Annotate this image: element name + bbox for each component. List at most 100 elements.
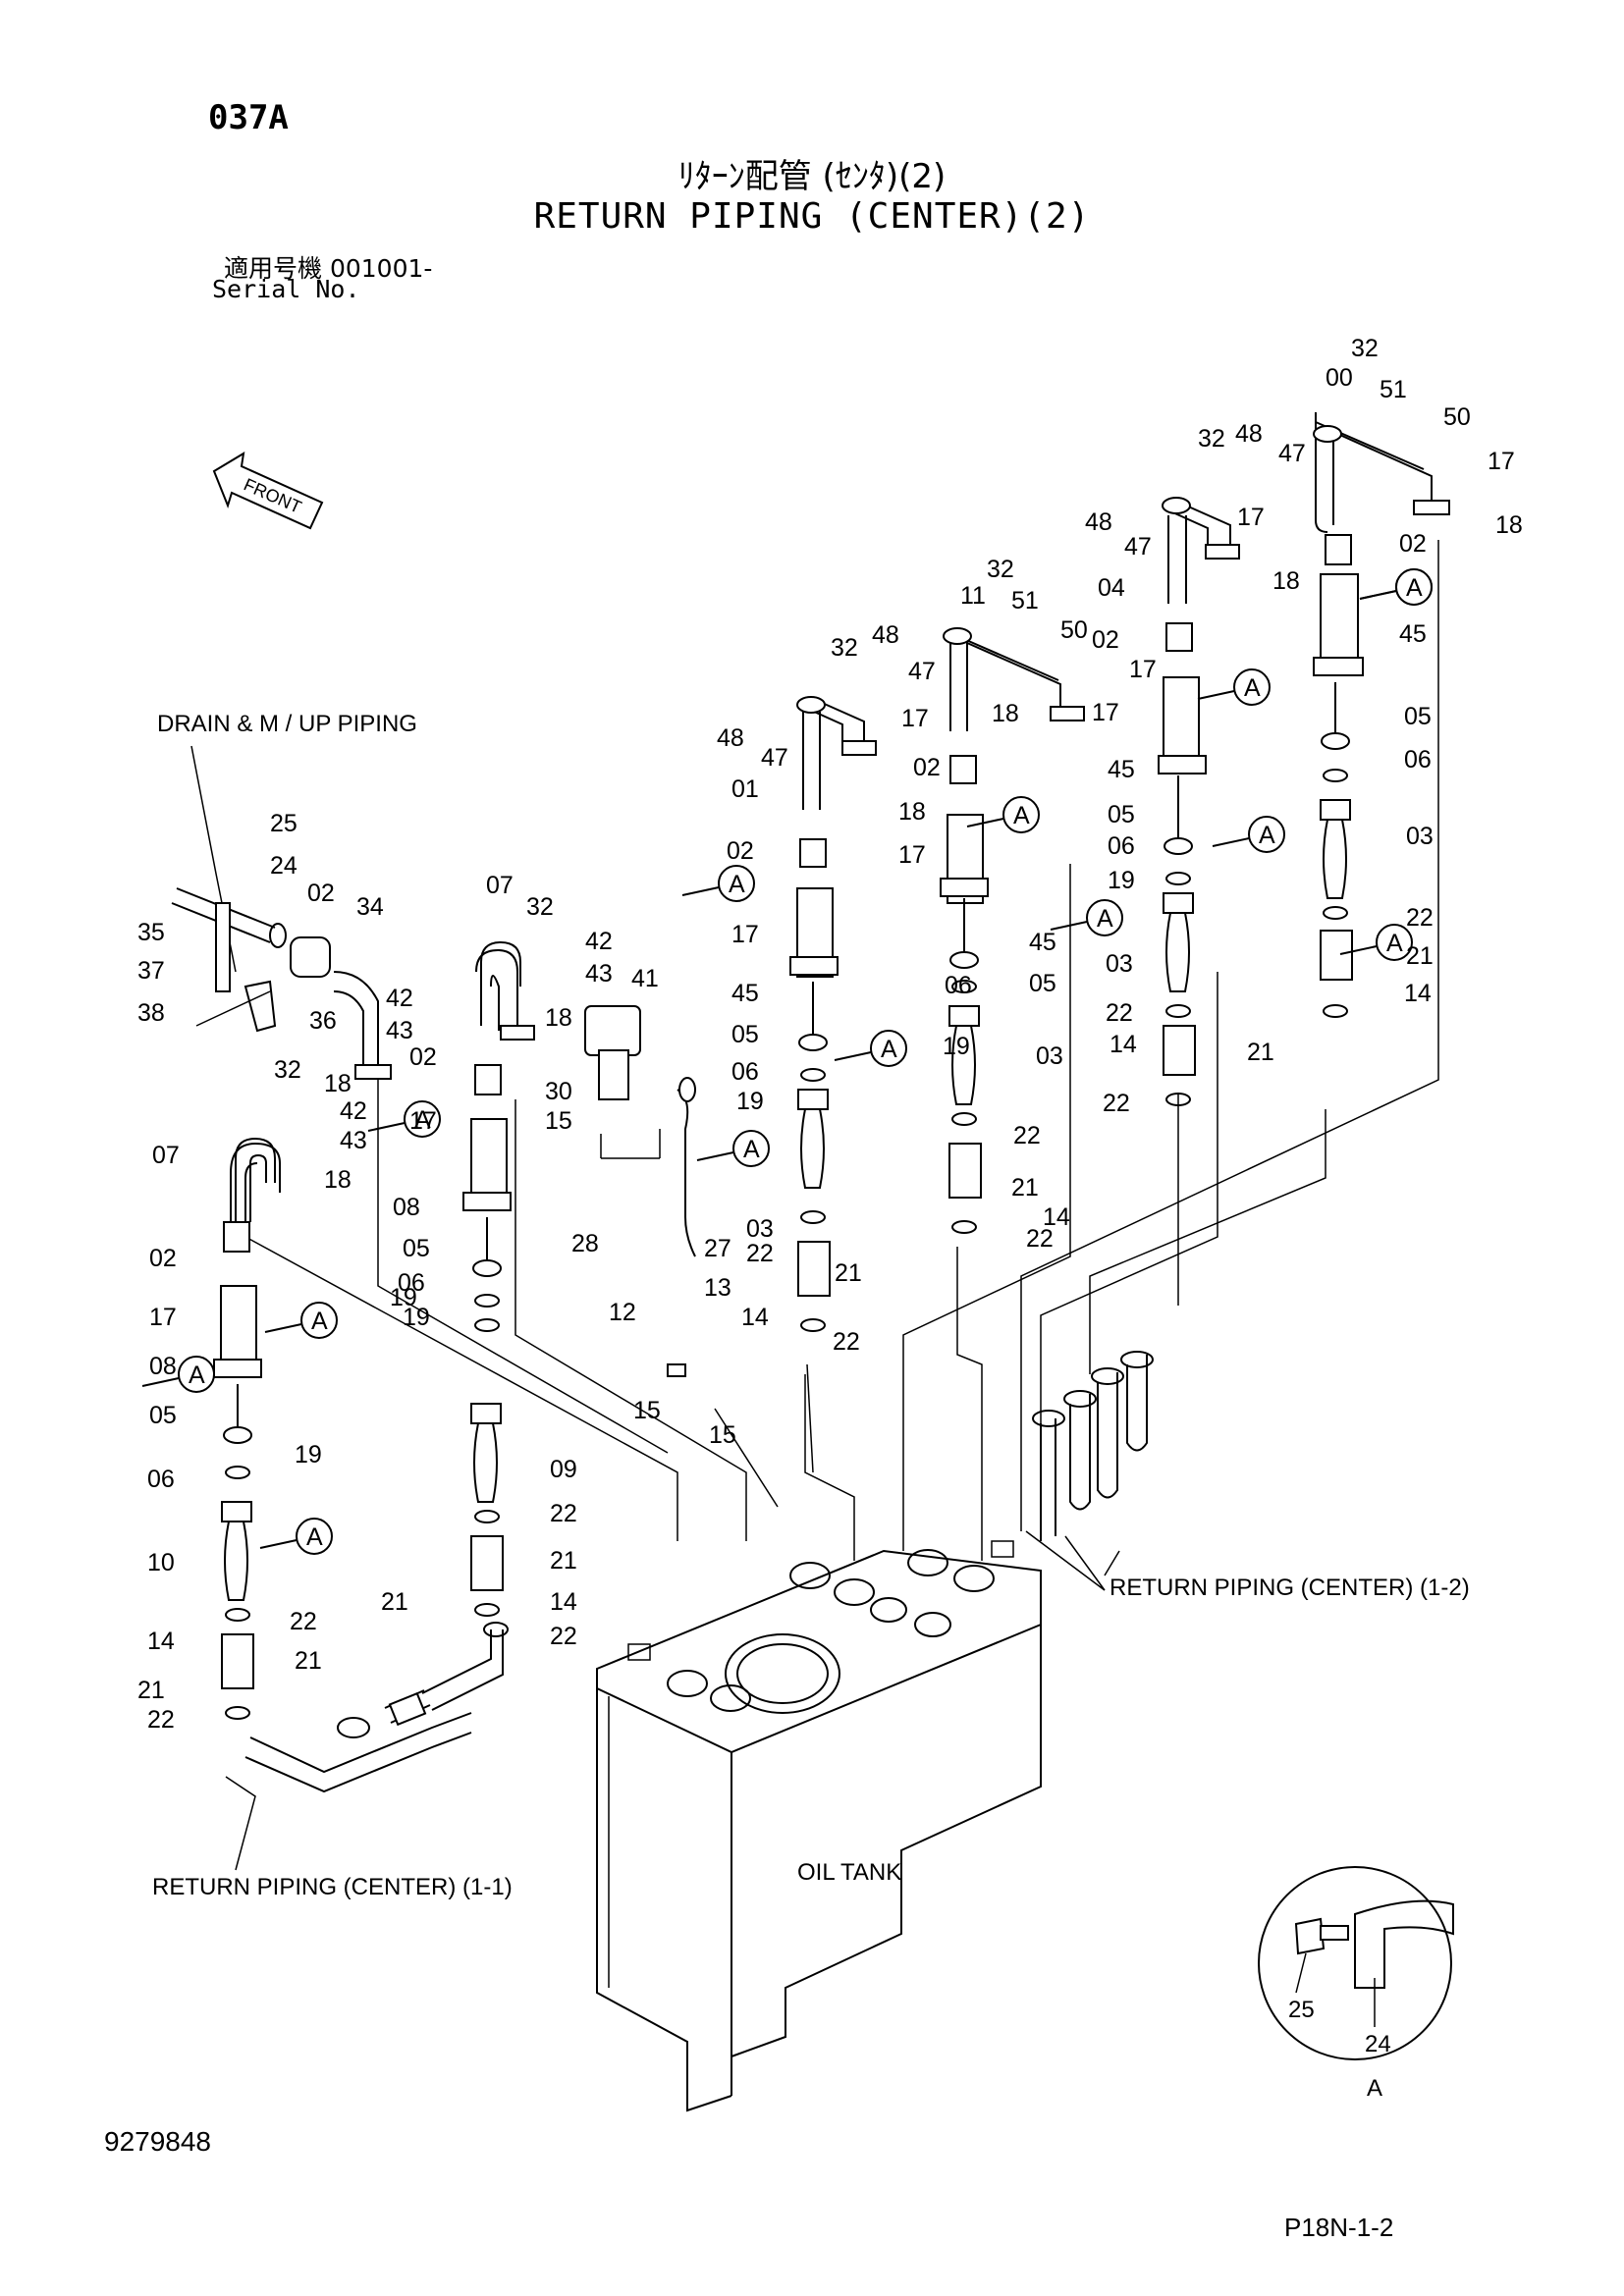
callout-letter: A bbox=[881, 1036, 897, 1063]
part-number-label: 24 bbox=[270, 852, 298, 880]
part-number-label: 03 bbox=[746, 1215, 774, 1243]
detail-24: 24 bbox=[1365, 2031, 1391, 2057]
part-number-label: 02 bbox=[1092, 626, 1119, 654]
part-number-label: 48 bbox=[717, 724, 744, 752]
part-number-label: 21 bbox=[1406, 942, 1434, 970]
part-number-label: 08 bbox=[149, 1353, 177, 1380]
return-1-2-label: RETURN PIPING (CENTER) (1-2) bbox=[1110, 1575, 1470, 1601]
part-number-label: 17 bbox=[1488, 448, 1515, 475]
part-number-label: 32 bbox=[274, 1056, 301, 1084]
part-number-label: 05 bbox=[403, 1235, 430, 1262]
callout-a-5: A bbox=[1050, 899, 1123, 936]
part-number-label: 19 bbox=[390, 1284, 417, 1311]
part-number-label: 35 bbox=[137, 919, 165, 946]
part-number-label: 08 bbox=[393, 1194, 420, 1221]
part-number-label: 47 bbox=[908, 658, 936, 685]
part-number-label: 51 bbox=[1380, 376, 1407, 403]
part-number-label: 15 bbox=[709, 1421, 736, 1449]
part-number-label: 17 bbox=[1129, 656, 1157, 683]
part-number-label: 10 bbox=[147, 1549, 175, 1576]
part-number-label: 22 bbox=[1103, 1090, 1130, 1117]
part-number-label: 50 bbox=[1060, 616, 1088, 644]
callout-letter: A bbox=[1386, 930, 1403, 957]
part-number-label: 36 bbox=[309, 1007, 337, 1035]
callout-a-4: A bbox=[681, 865, 755, 902]
callout-letter: A bbox=[414, 1106, 431, 1134]
part-number-label: 05 bbox=[1404, 703, 1432, 730]
part-number-label: 42 bbox=[585, 928, 613, 955]
part-number-label: 18 bbox=[324, 1070, 352, 1097]
title-japanese: ﾘﾀｰﾝ配管 (ｾﾝﾀ)(2) bbox=[677, 157, 947, 196]
stack-left bbox=[213, 1142, 281, 1720]
serial-label-japanese: 適用号機 001001- bbox=[224, 254, 433, 283]
part-number-label: 51 bbox=[1011, 587, 1039, 614]
stack-left-2 bbox=[462, 948, 535, 1617]
part-number-label: 21 bbox=[835, 1259, 862, 1287]
part-number-label: 47 bbox=[761, 744, 788, 772]
part-number-label: 48 bbox=[1085, 508, 1112, 536]
callout-a-9: A bbox=[367, 1100, 441, 1138]
callout-a-2: A bbox=[1197, 668, 1271, 706]
part-number-label: 09 bbox=[550, 1456, 577, 1483]
part-number-label: 48 bbox=[1235, 420, 1263, 448]
part-number-label: 14 bbox=[1110, 1031, 1137, 1058]
part-number-label: 42 bbox=[340, 1097, 367, 1125]
drain-label: DRAIN & M / UP PIPING bbox=[157, 711, 417, 737]
page-reference: P18N-1-2 bbox=[1284, 2213, 1394, 2242]
part-number-label: 25 bbox=[270, 810, 298, 837]
part-number-label: 12 bbox=[609, 1299, 636, 1326]
drain-piping bbox=[171, 745, 392, 1080]
part-number-label: 22 bbox=[833, 1328, 860, 1356]
part-number-label: 18 bbox=[1495, 511, 1523, 539]
part-number-label: 17 bbox=[1237, 504, 1265, 531]
part-number-label: 06 bbox=[731, 1058, 759, 1086]
part-number-label: 30 bbox=[545, 1078, 572, 1105]
part-number-label: 02 bbox=[149, 1245, 177, 1272]
stack-middle-2 bbox=[789, 696, 877, 1332]
callout-a-6: A bbox=[1212, 816, 1285, 853]
detail-25: 25 bbox=[1288, 1997, 1315, 2023]
callout-letter: A bbox=[1259, 822, 1275, 849]
part-number-label: 27 bbox=[704, 1235, 731, 1262]
part-number-label: 14 bbox=[1043, 1203, 1070, 1231]
part-number-label: 22 bbox=[1406, 904, 1434, 932]
part-number-label: 06 bbox=[398, 1269, 425, 1297]
callout-letter: A bbox=[1097, 905, 1113, 933]
callout-letter: A bbox=[743, 1136, 760, 1163]
part-number-label: 43 bbox=[340, 1127, 367, 1154]
part-number-label: 43 bbox=[386, 1017, 413, 1044]
part-number-label: 34 bbox=[356, 893, 384, 921]
part-number-label: 14 bbox=[550, 1588, 577, 1616]
part-number-label: 21 bbox=[1247, 1039, 1274, 1066]
part-number-label: 02 bbox=[1399, 530, 1427, 558]
part-number-label: 02 bbox=[913, 754, 941, 781]
stack-right-2 bbox=[1158, 497, 1240, 1106]
part-number-label: 45 bbox=[1029, 929, 1056, 956]
part-number-label: 42 bbox=[386, 985, 413, 1012]
part-number-label: 02 bbox=[727, 837, 754, 865]
callout-letter: A bbox=[1244, 674, 1261, 702]
part-number-label: 05 bbox=[1108, 801, 1135, 828]
part-number-label: 15 bbox=[545, 1107, 572, 1135]
part-number-label: 05 bbox=[1029, 970, 1056, 997]
part-number-label: 21 bbox=[381, 1588, 408, 1616]
part-number-label: 15 bbox=[633, 1397, 661, 1424]
part-number-label: 18 bbox=[1272, 567, 1300, 595]
callout-a-8: A bbox=[696, 1130, 770, 1167]
callout-letter: A bbox=[1406, 574, 1423, 602]
callout-letter: A bbox=[729, 871, 745, 898]
part-number-label: 21 bbox=[137, 1677, 165, 1704]
part-number-label: 05 bbox=[149, 1402, 177, 1429]
part-number-label: 04 bbox=[1098, 574, 1125, 602]
part-number-label: 32 bbox=[987, 556, 1014, 583]
part-number-label: 00 bbox=[1326, 364, 1353, 392]
title-english: RETURN PIPING (CENTER)(2) bbox=[533, 196, 1091, 237]
part-number-label: 21 bbox=[1011, 1174, 1039, 1201]
callout-letter: A bbox=[1013, 802, 1030, 829]
part-number-label: 43 bbox=[585, 960, 613, 988]
return-1-1-label: RETURN PIPING (CENTER) (1-1) bbox=[152, 1874, 513, 1900]
part-number-label: 22 bbox=[290, 1608, 317, 1635]
part-number-label: 05 bbox=[731, 1021, 759, 1048]
part-number-label: 45 bbox=[1399, 620, 1427, 648]
